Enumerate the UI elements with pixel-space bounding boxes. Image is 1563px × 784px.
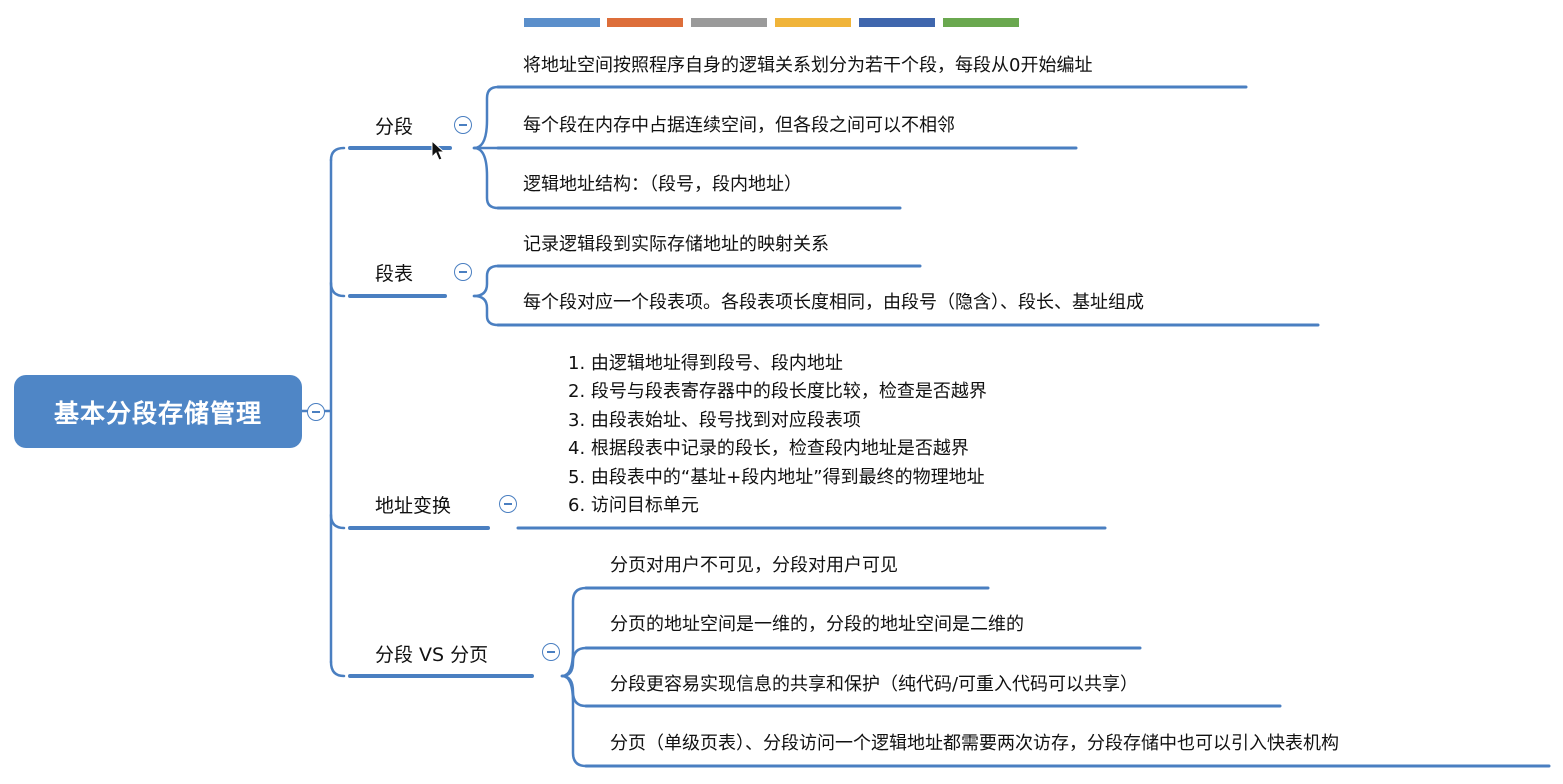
translation-step-2[interactable]: 2. 段号与段表寄存器中的段长度比较，检查是否越界 xyxy=(568,381,987,402)
branch-segment-table-label[interactable]: 段表 xyxy=(375,263,414,285)
trunk-to-translation xyxy=(329,513,346,530)
translation-step-1[interactable]: 1. 由逻辑地址得到段号、段内地址 xyxy=(568,353,843,374)
root-topic[interactable]: 基本分段存储管理 xyxy=(14,375,302,448)
trunk-to-segment xyxy=(329,146,346,162)
segment-item-3[interactable]: 逻辑地址结构：（段号，段内地址） xyxy=(523,174,802,195)
translation-step-5[interactable]: 5. 由段表中的“基址+段内地址”得到最终的物理地址 xyxy=(568,467,985,488)
root-collapse-icon[interactable] xyxy=(307,403,325,421)
segment-item-2[interactable]: 每个段在内存中占据连续空间，但各段之间可以不相邻 xyxy=(523,115,955,136)
segment-bracket-bottom xyxy=(472,146,500,210)
vs-paging-item-4[interactable]: 分页（单级页表）、分段访问一个逻辑地址都需要两次访存，分段存储中也可以引入快表机… xyxy=(610,733,1339,754)
segment-table-bracket-top xyxy=(472,264,500,298)
segment-bracket-top xyxy=(472,85,500,150)
branch-vs-paging-label[interactable]: 分段 VS 分页 xyxy=(375,644,489,666)
theme-swatch-1[interactable] xyxy=(524,18,600,27)
segment-table-bracket-bottom xyxy=(472,294,500,327)
branch-vs-paging-collapse-icon[interactable] xyxy=(542,643,560,661)
vs-bracket-4 xyxy=(560,674,588,768)
vs-paging-item-3[interactable]: 分段更容易实现信息的共享和保护（纯代码/可重入代码可以共享） xyxy=(610,674,1139,695)
theme-swatch-6[interactable] xyxy=(943,18,1019,27)
trunk-to-vs-paging xyxy=(329,660,346,678)
segment-item-1[interactable]: 将地址空间按照程序自身的逻辑关系划分为若干个段，每段从0开始编址 xyxy=(523,55,1093,76)
theme-swatch-3[interactable] xyxy=(691,18,767,27)
vs-bracket-2 xyxy=(560,646,588,678)
theme-swatch-4[interactable] xyxy=(775,18,851,27)
translation-step-4[interactable]: 4. 根据段表中记录的段长，检查段内地址是否越界 xyxy=(568,438,969,459)
translation-step-3[interactable]: 3. 由段表始址、段号找到对应段表项 xyxy=(568,410,861,431)
branch-segment-collapse-icon[interactable] xyxy=(454,116,472,134)
segment-table-item-2[interactable]: 每个段对应一个段表项。各段表项长度相同，由段号（隐含）、段长、基址组成 xyxy=(523,292,1144,313)
theme-swatch-5[interactable] xyxy=(859,18,935,27)
root-topic-label: 基本分段存储管理 xyxy=(53,398,262,428)
vs-paging-item-1[interactable]: 分页对用户不可见，分段对用户可见 xyxy=(610,555,898,576)
translation-step-6[interactable]: 6. 访问目标单元 xyxy=(568,495,699,516)
branch-translation-collapse-icon[interactable] xyxy=(499,495,517,513)
branch-segment-label[interactable]: 分段 xyxy=(375,116,414,138)
branch-segment-table-collapse-icon[interactable] xyxy=(454,263,472,281)
mouse-cursor-icon xyxy=(431,140,446,161)
vs-paging-item-2[interactable]: 分页的地址空间是一维的，分段的地址空间是二维的 xyxy=(610,614,1024,635)
theme-swatch-2[interactable] xyxy=(607,18,683,27)
segment-table-item-1[interactable]: 记录逻辑段到实际存储地址的映射关系 xyxy=(523,234,829,255)
branch-translation-label[interactable]: 地址变换 xyxy=(375,495,452,517)
trunk-to-segment-table xyxy=(329,281,346,298)
